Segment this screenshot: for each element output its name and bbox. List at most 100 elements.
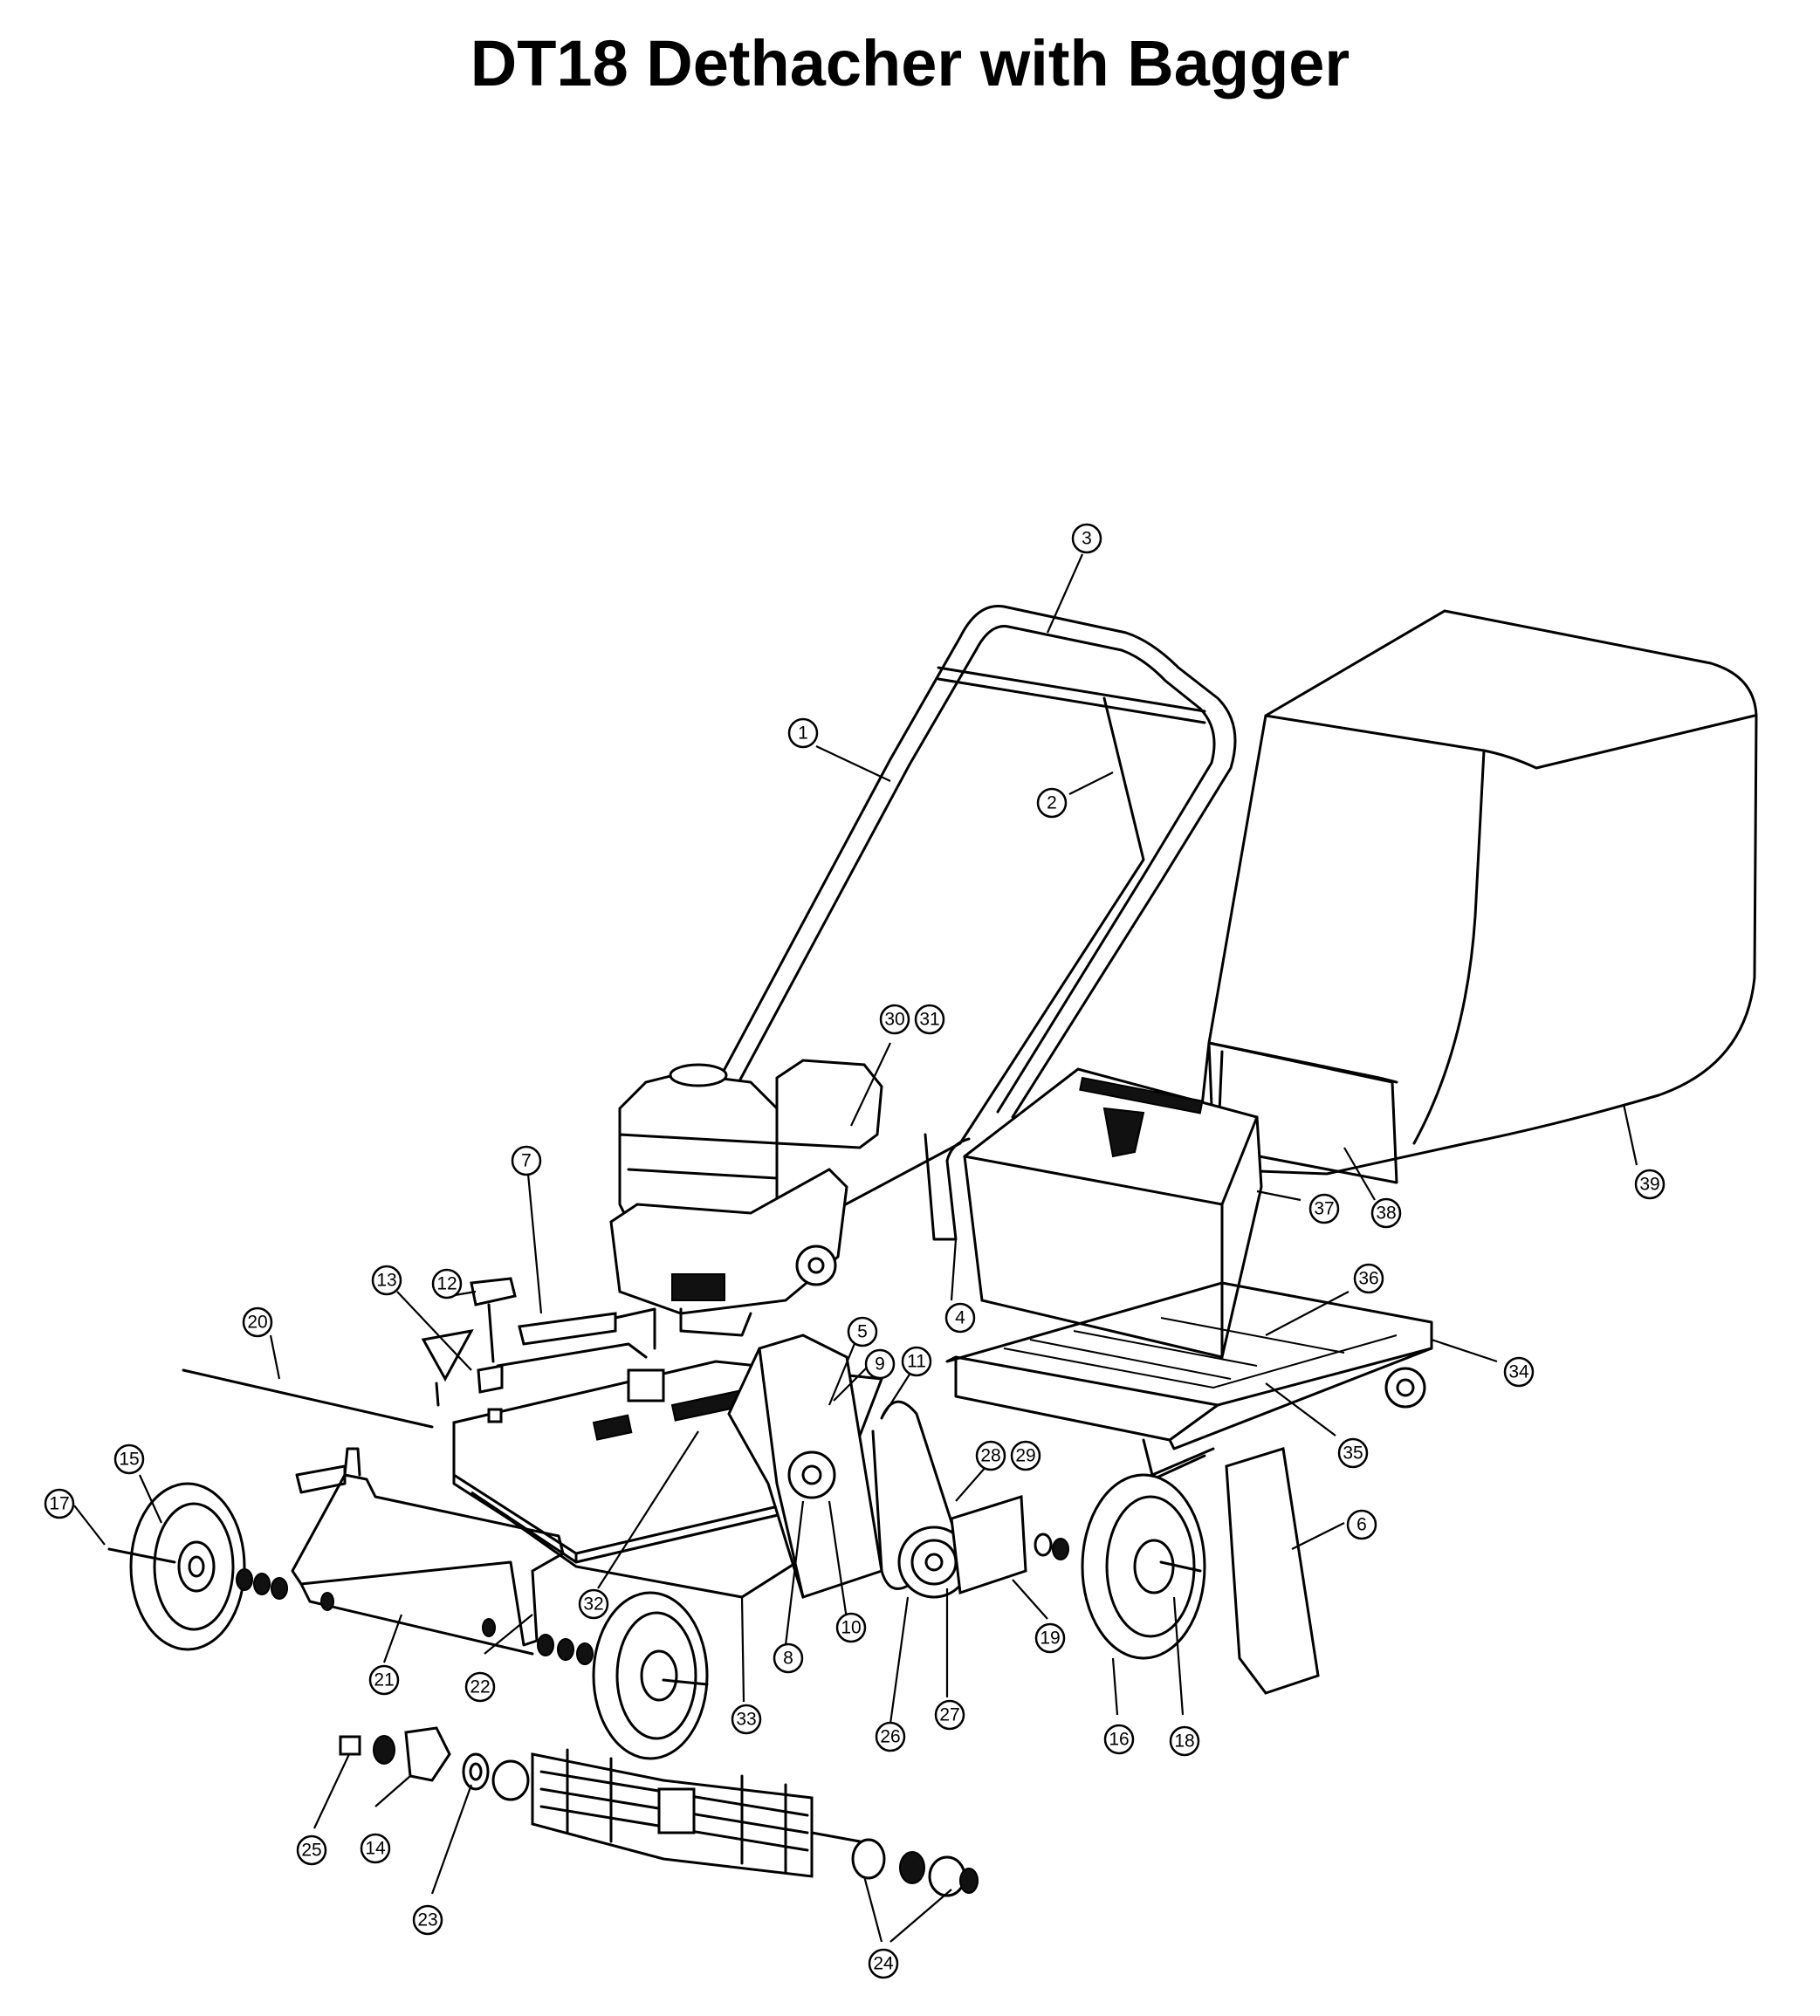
- adjust-nut: [477, 1364, 504, 1394]
- bearing-plate: [950, 1494, 1027, 1595]
- callout-32: 32: [578, 1588, 609, 1620]
- callout-6: 6: [1346, 1509, 1377, 1540]
- callout-18-label: 18: [1174, 1731, 1194, 1752]
- callout-20-label: 20: [247, 1313, 267, 1333]
- callout-33-label: 33: [736, 1710, 756, 1730]
- callout-9-label: 9: [875, 1354, 885, 1375]
- axle-washers-rear: [236, 1568, 594, 1665]
- control-cable: [828, 696, 1145, 1215]
- callout-1-label: 1: [798, 723, 808, 744]
- callout-5: 5: [847, 1316, 878, 1347]
- callout-13-label: 13: [376, 1271, 396, 1291]
- height-adjust-knob: [470, 1277, 517, 1363]
- callout-13: 13: [371, 1265, 402, 1296]
- callout-7: 7: [511, 1145, 542, 1176]
- diagram-title: DT18 Dethacher with Bagger: [470, 27, 1350, 99]
- height-adjust-bracket: [421, 1328, 474, 1382]
- callout-19: 19: [1034, 1622, 1066, 1654]
- callout-24: 24: [868, 1948, 899, 1979]
- callout-39-label: 39: [1639, 1175, 1659, 1195]
- grass-bag: [1194, 609, 1758, 1176]
- dethatcher-reel: [531, 1748, 862, 1878]
- front-right-wheel: [1034, 1473, 1206, 1660]
- callout-2-label: 2: [1047, 793, 1057, 813]
- callout-22: 22: [464, 1671, 496, 1703]
- callout-11-label: 11: [907, 1352, 926, 1372]
- callout-27-label: 27: [939, 1705, 959, 1725]
- callout-31-label: 31: [919, 1010, 939, 1030]
- callout-23-label: 23: [417, 1910, 437, 1930]
- callout-10-label: 10: [841, 1618, 861, 1638]
- callout-25: 25: [296, 1834, 327, 1866]
- callout-8: 8: [773, 1642, 804, 1674]
- callout-3-label: 3: [1082, 529, 1092, 549]
- callout-11: 11: [901, 1346, 932, 1377]
- callout-38: 38: [1370, 1197, 1402, 1229]
- callout-24-label: 24: [873, 1954, 894, 1974]
- callout-15: 15: [113, 1443, 145, 1475]
- callout-25-label: 25: [301, 1841, 321, 1861]
- callout-5-label: 5: [857, 1322, 868, 1342]
- callout-30: 30: [879, 1004, 910, 1035]
- callout-36: 36: [1353, 1263, 1384, 1294]
- callout-4-label: 4: [955, 1308, 965, 1328]
- handle-crossbar: [937, 666, 1206, 724]
- callout-28-label: 28: [980, 1446, 1000, 1466]
- callout-35: 35: [1337, 1437, 1369, 1469]
- height-adjust-lever: [496, 1307, 656, 1368]
- callout-3: 3: [1071, 523, 1102, 554]
- side-guard-plate: [1225, 1447, 1320, 1695]
- callout-4: 4: [944, 1302, 976, 1334]
- callout-35-label: 35: [1343, 1443, 1363, 1464]
- callout-38-label: 38: [1376, 1203, 1396, 1224]
- callout-21-label: 21: [374, 1670, 394, 1690]
- callout-36-label: 36: [1358, 1269, 1378, 1289]
- axle-rod-pin: [435, 1382, 440, 1407]
- rear-left-wheel: [107, 1482, 246, 1651]
- callout-6-label: 6: [1356, 1515, 1367, 1535]
- callout-27: 27: [934, 1699, 965, 1731]
- callout-34-label: 34: [1508, 1362, 1529, 1382]
- callout-2: 2: [1036, 787, 1068, 819]
- callout-17: 17: [44, 1488, 75, 1519]
- callout-14: 14: [360, 1833, 391, 1864]
- axle-rod: [182, 1368, 434, 1429]
- lower-handle-bracket: [924, 1133, 971, 1241]
- callout-14-label: 14: [365, 1839, 386, 1859]
- callout-34: 34: [1503, 1356, 1535, 1388]
- callout-16: 16: [1103, 1724, 1135, 1755]
- callout-28: 28: [975, 1440, 1006, 1471]
- leader-lines: [73, 553, 1638, 1943]
- callout-23: 23: [412, 1904, 443, 1936]
- front-left-wheel: [592, 1591, 709, 1760]
- bagger-frame: [945, 1281, 1433, 1485]
- callout-26: 26: [875, 1721, 906, 1752]
- callout-37-label: 37: [1314, 1199, 1334, 1219]
- callout-29: 29: [1010, 1440, 1041, 1471]
- callout-9: 9: [864, 1348, 896, 1380]
- callout-20: 20: [242, 1306, 273, 1338]
- callout-32-label: 32: [583, 1594, 603, 1615]
- callout-15-label: 15: [119, 1450, 139, 1470]
- reel-bearings-right: [851, 1838, 979, 1897]
- callout-18: 18: [1169, 1725, 1200, 1757]
- callout-29-label: 29: [1015, 1446, 1035, 1466]
- callout-30-label: 30: [884, 1010, 904, 1030]
- callout-16-label: 16: [1109, 1730, 1129, 1750]
- callout-21: 21: [368, 1664, 400, 1696]
- callout-37: 37: [1308, 1193, 1340, 1224]
- callout-22-label: 22: [470, 1677, 490, 1697]
- callout-10: 10: [835, 1612, 867, 1643]
- handle-tube: [688, 604, 1237, 1140]
- rear-axle-frame: [291, 1447, 565, 1656]
- callout-8-label: 8: [783, 1649, 793, 1669]
- callout-26-label: 26: [880, 1727, 900, 1747]
- callout-39: 39: [1634, 1169, 1665, 1200]
- discharge-chute: [963, 1067, 1263, 1359]
- callout-33: 33: [731, 1704, 762, 1735]
- callout-17-label: 17: [49, 1494, 69, 1514]
- callout-31: 31: [914, 1004, 945, 1035]
- callout-12-label: 12: [436, 1274, 457, 1294]
- reel-bearings-left: [339, 1726, 530, 1801]
